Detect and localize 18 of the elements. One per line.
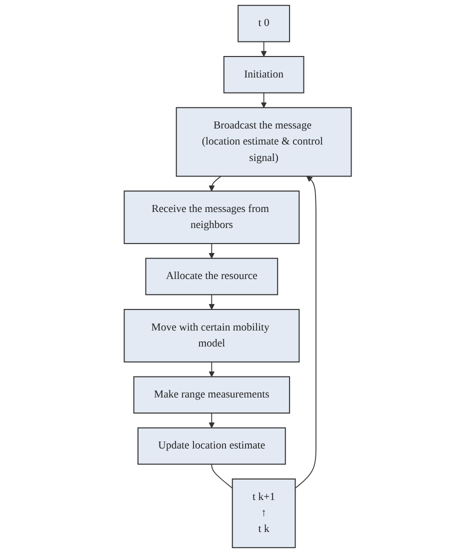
arrow: [208, 412, 215, 428]
node-box: Initiation: [224, 56, 304, 94]
arrow: [208, 176, 222, 192]
node-box: Make range measurements: [134, 376, 290, 414]
node-box: Allocate the resource: [146, 258, 278, 296]
arrow: [295, 176, 317, 489]
node-box: Receive the messages from neighbors: [124, 190, 300, 244]
node-box: Broadcast the message (location estimate & control signal): [176, 107, 352, 177]
arrow: [261, 92, 268, 108]
node-box: t k+1 ↑ t k: [232, 478, 296, 548]
node-box: t 0: [238, 4, 290, 42]
arrow: [261, 41, 268, 57]
node-box: Update location estimate: [138, 427, 286, 465]
node-box: Move with certain mobility model: [124, 308, 300, 362]
arrow: [208, 362, 215, 377]
arrow: [208, 294, 215, 310]
arrow: [208, 243, 215, 259]
connector: [212, 464, 234, 489]
